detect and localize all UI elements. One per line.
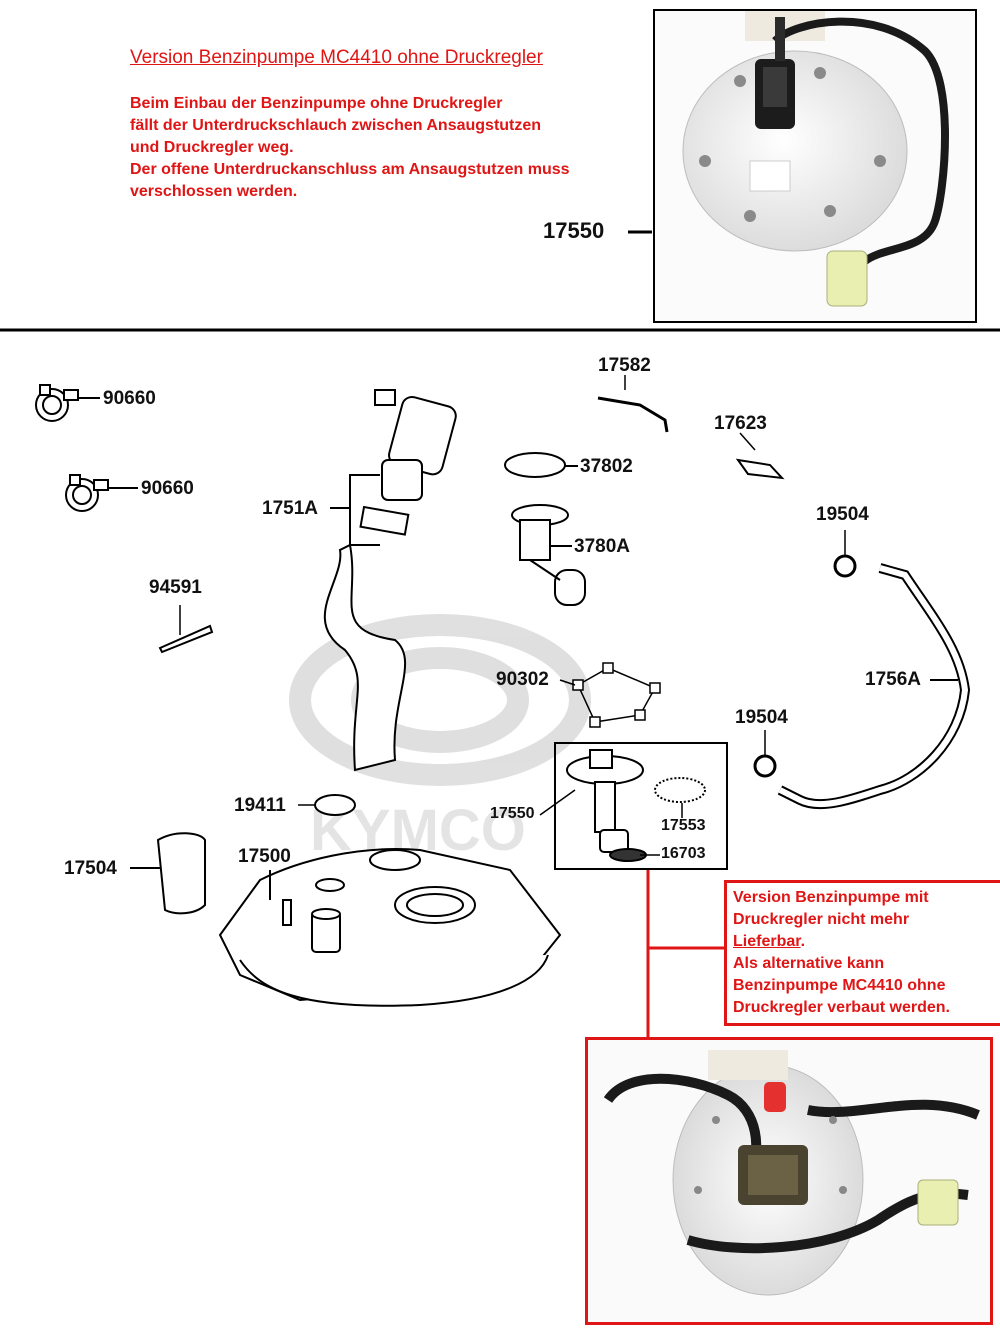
part-label-17550-top: 17550 <box>543 218 605 243</box>
notice-line: Druckregler nicht mehr <box>733 911 910 928</box>
filler-neck-1751A <box>323 389 457 772</box>
notice-line: Lieferbar. <box>733 931 995 953</box>
note-line: verschlossen werden. <box>130 183 298 200</box>
note-line: fällt der Unterdruckschlauch zwischen An… <box>130 117 542 134</box>
pump-photo-illustration <box>682 11 949 307</box>
photo-pump-alternative <box>585 1037 993 1325</box>
part-label-19504: 19504 <box>735 707 788 728</box>
part-label-19411: 19411 <box>234 795 286 816</box>
notice-line: Als alternative kann <box>733 955 885 972</box>
part-label-17504: 17504 <box>64 858 117 879</box>
part-label-17623: 17623 <box>714 413 767 434</box>
notice-line: Druckregler verbaut werden. <box>733 999 950 1016</box>
note-body: Beim Einbau der Benzinpumpe ohne Druckre… <box>130 93 650 203</box>
notice-line: Benzinpumpe MC4410 ohne <box>733 977 946 994</box>
clamp-90660-a <box>35 384 79 422</box>
part-label-17553: 17553 <box>661 817 706 834</box>
part-label-17500: 17500 <box>238 846 291 867</box>
clamp-90660-b <box>65 474 109 512</box>
part-label-90660: 90660 <box>103 388 156 409</box>
alt-pump-photo-illustration <box>603 1050 980 1296</box>
part-label-16703: 16703 <box>661 845 706 862</box>
part-label-17550: 17550 <box>490 805 535 822</box>
part-label-90660: 90660 <box>141 478 194 499</box>
note-line: Der offene Unterdruckanschluss am Ansaug… <box>130 161 570 178</box>
notice-line: Version Benzinpumpe mit <box>733 889 929 906</box>
fuel-gauge-3780A <box>511 504 586 606</box>
part-label-37802: 37802 <box>580 456 633 477</box>
note-line: Beim Einbau der Benzinpumpe ohne Druckre… <box>130 95 503 112</box>
part-label-1756A: 1756A <box>865 669 921 690</box>
part-label-3780A: 3780A <box>574 536 630 557</box>
notice-box-regulator-version: Version Benzinpumpe mit Druckregler nich… <box>724 880 1000 1026</box>
note-line: und Druckregler weg. <box>130 139 294 156</box>
part-label-19504: 19504 <box>816 504 869 525</box>
part-label-17582: 17582 <box>598 355 651 376</box>
notice-underlined-word: Lieferbar <box>733 933 801 950</box>
notice-line-suffix: . <box>800 933 806 950</box>
part-label-94591: 94591 <box>149 577 202 598</box>
note-title: Version Benzinpumpe MC4410 ohne Druckreg… <box>130 47 543 68</box>
part-label-1751A: 1751A <box>262 498 318 519</box>
pump-assembly-17550 <box>566 749 706 862</box>
part-label-90302: 90302 <box>496 669 549 690</box>
fuel-tank-17500 <box>218 848 562 1007</box>
photo-pump-without-regulator <box>653 9 977 323</box>
